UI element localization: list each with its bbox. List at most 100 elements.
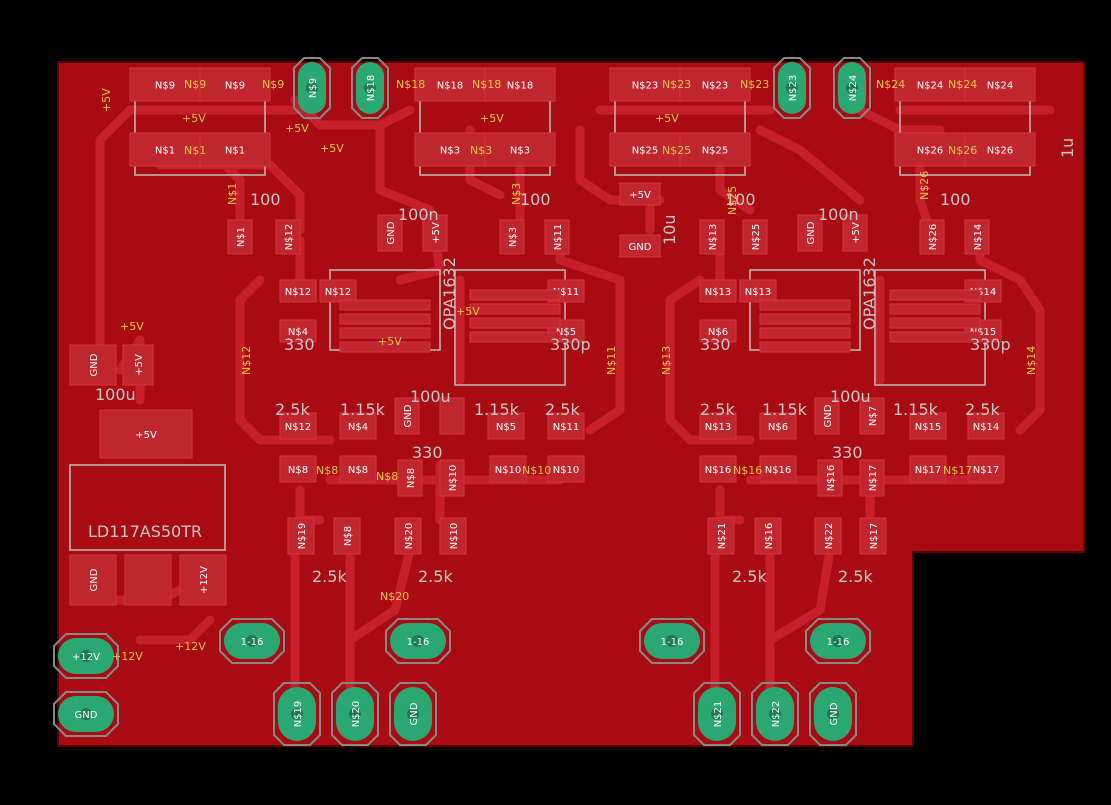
jumper-1-16-d[interactable]: 1-16 (805, 618, 871, 664)
pad-r13-a[interactable]: N$13 (699, 219, 725, 255)
pad-c100u-gnd[interactable]: GND (394, 397, 420, 435)
pad-r3-b[interactable]: N$11 (544, 219, 570, 255)
pad-c-reg-gnd[interactable]: GND (69, 344, 117, 386)
pad-c330-n10[interactable]: N$10 (439, 459, 465, 497)
pad-c100n2-gnd[interactable]: GND (797, 214, 823, 252)
pad-opa-r-3[interactable] (469, 331, 561, 343)
conn-out-n19[interactable]: N$19 (273, 682, 321, 746)
pad-c5-n23b[interactable]: N$23 (679, 67, 751, 102)
pad-r15-fb[interactable]: N$15 (909, 412, 947, 440)
pad-ua-n12b[interactable]: N$12 (319, 279, 357, 303)
pad-c2-n1a[interactable]: N$1 (129, 132, 201, 167)
pad-opa-r-2[interactable] (469, 317, 561, 329)
pad-c10u-5v[interactable]: +5V (619, 182, 661, 206)
pad-r3-a[interactable]: N$3 (499, 219, 525, 255)
pad-c330b-n17[interactable]: N$17 (859, 459, 885, 497)
via-n23-top[interactable]: N$23 (773, 57, 811, 119)
pad-c-reg-5v[interactable]: +5V (122, 344, 154, 386)
pad-c10u-gnd[interactable]: GND (619, 234, 661, 258)
pad-opb-l-0[interactable] (759, 299, 851, 311)
pad-c100n2-5v[interactable]: +5V (842, 214, 868, 252)
pad-n10-b[interactable]: N$10 (547, 455, 585, 483)
pad-r12-fb[interactable]: N$12 (279, 412, 317, 440)
pad-opb-l-3[interactable] (759, 341, 851, 353)
pad-c100n-5v[interactable]: +5V (422, 214, 448, 252)
pad-opb-r-0[interactable] (889, 289, 981, 301)
jumper-1-16-c[interactable]: 1-16 (639, 618, 705, 664)
pad-opb-l-1[interactable] (759, 313, 851, 325)
pad-c6-n25b[interactable]: N$25 (679, 132, 751, 167)
conn-out-n22[interactable]: N$22 (751, 682, 799, 746)
pad-n10-a[interactable]: N$10 (489, 455, 527, 483)
pad-reg-12v[interactable]: +12V (179, 554, 227, 606)
pad-reg-tab[interactable]: +5V (99, 409, 193, 459)
pad-c1-n9b[interactable]: N$9 (199, 67, 271, 102)
pad-opa-l-0[interactable] (339, 299, 431, 311)
pad-c330b-n16[interactable]: N$16 (817, 459, 843, 497)
conn-power-gnd[interactable]: GND (53, 691, 119, 737)
pad-ub-n6[interactable]: N$6 (699, 319, 737, 343)
pad-c3-n18a[interactable]: N$18 (414, 67, 486, 102)
pad-ua-n12a[interactable]: N$12 (279, 279, 317, 303)
pad-opb-l-2[interactable] (759, 327, 851, 339)
pad-n8-b[interactable]: N$8 (339, 455, 377, 483)
pad-r11-fb[interactable]: N$11 (547, 412, 585, 440)
pad-opa-l-2[interactable] (339, 327, 431, 339)
pad-r4-fb[interactable]: N$4 (339, 412, 377, 440)
pad-opb-r-2[interactable] (889, 317, 981, 329)
pad-opa-l-3[interactable] (339, 341, 431, 353)
conn-out-gnd-a[interactable]: GND (389, 682, 437, 746)
pad-opb-r-3[interactable] (889, 331, 981, 343)
pad-opa-l-1[interactable] (339, 313, 431, 325)
pad-r19-b[interactable]: N$8 (333, 517, 361, 555)
pad-r20-b[interactable]: N$10 (439, 517, 467, 555)
pad-r22-a[interactable]: N$22 (814, 517, 842, 555)
pad-c5-n23a[interactable]: N$23 (609, 67, 681, 102)
pad-r1-b[interactable]: N$12 (275, 219, 301, 255)
pad-n17-a[interactable]: N$17 (909, 455, 947, 483)
pad-c4-n3b[interactable]: N$3 (484, 132, 556, 167)
pad-ub-n13b[interactable]: N$13 (739, 279, 777, 303)
pad-r14-fb[interactable]: N$14 (967, 412, 1005, 440)
pad-reg-mid[interactable] (124, 554, 172, 606)
pad-r21-b[interactable]: N$16 (754, 517, 782, 555)
pad-c7-n24a[interactable]: N$24 (894, 67, 966, 102)
via-n9-top[interactable]: N$9 (293, 57, 331, 119)
pad-n8-a[interactable]: N$8 (279, 455, 317, 483)
conn-power-12v[interactable]: +12V (53, 633, 119, 679)
pad-r26-a[interactable]: N$26 (919, 219, 945, 255)
pad-opa-r-0[interactable] (469, 289, 561, 301)
pad-c7-n24b[interactable]: N$24 (964, 67, 1036, 102)
jumper-1-16-b[interactable]: 1-16 (385, 618, 451, 664)
pad-ua-n4[interactable]: N$4 (279, 319, 317, 343)
conn-out-gnd-b[interactable]: GND (809, 682, 857, 746)
pad-c2-n1b[interactable]: N$1 (199, 132, 271, 167)
pad-r13-fb[interactable]: N$13 (699, 412, 737, 440)
pad-r21-a[interactable]: N$21 (707, 517, 735, 555)
conn-out-n20[interactable]: N$20 (331, 682, 379, 746)
pad-reg-gnd[interactable]: GND (69, 554, 117, 606)
pad-n16-a[interactable]: N$16 (699, 455, 737, 483)
pad-c330-n8[interactable]: N$8 (397, 459, 423, 497)
pad-n16-b[interactable]: N$16 (759, 455, 797, 483)
pad-c8-n26b[interactable]: N$26 (964, 132, 1036, 167)
pad-r20-a[interactable]: N$20 (394, 517, 422, 555)
pad-r19-a[interactable]: N$19 (287, 517, 315, 555)
pad-opb-r-1[interactable] (889, 303, 981, 315)
pad-c100u2-gnd[interactable]: GND (814, 397, 840, 435)
pad-r6-fb[interactable]: N$6 (759, 412, 797, 440)
pad-ub-n13a[interactable]: N$13 (699, 279, 737, 303)
via-n24-top[interactable]: N$24 (833, 57, 871, 119)
pad-opa-r-1[interactable] (469, 303, 561, 315)
pad-r5-fb[interactable]: N$5 (487, 412, 525, 440)
pad-c100u-n2[interactable] (439, 397, 465, 435)
pad-c8-n26a[interactable]: N$26 (894, 132, 966, 167)
pad-r13-b[interactable]: N$25 (742, 219, 768, 255)
via-n18-top[interactable]: N$18 (351, 57, 389, 119)
conn-out-n21[interactable]: N$21 (693, 682, 741, 746)
pad-c3-n18b[interactable]: N$18 (484, 67, 556, 102)
pad-n17-b[interactable]: N$17 (967, 455, 1005, 483)
pad-r22-b[interactable]: N$17 (859, 517, 887, 555)
pad-c100u2-n7[interactable]: N$7 (859, 397, 885, 435)
